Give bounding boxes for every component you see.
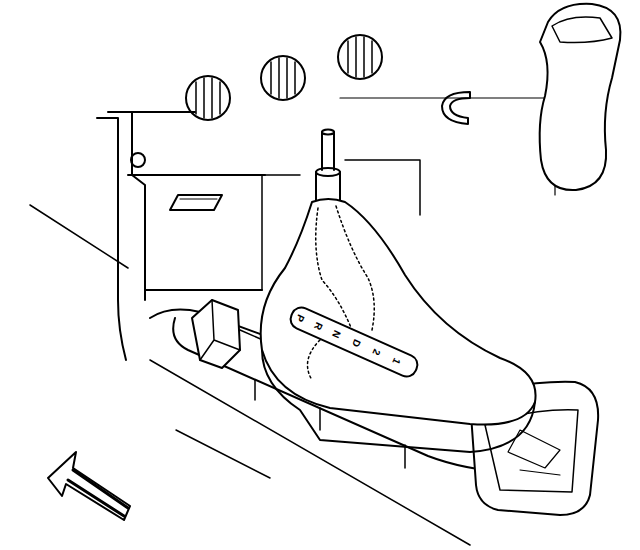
- gear-position-label: R: [312, 320, 325, 333]
- gear-position-label: P: [294, 312, 307, 324]
- gear-position-label: 2: [370, 347, 382, 358]
- gear-position-label: N: [330, 328, 343, 341]
- gear-position-label: 1: [390, 356, 402, 367]
- gear-position-label: D: [350, 337, 363, 350]
